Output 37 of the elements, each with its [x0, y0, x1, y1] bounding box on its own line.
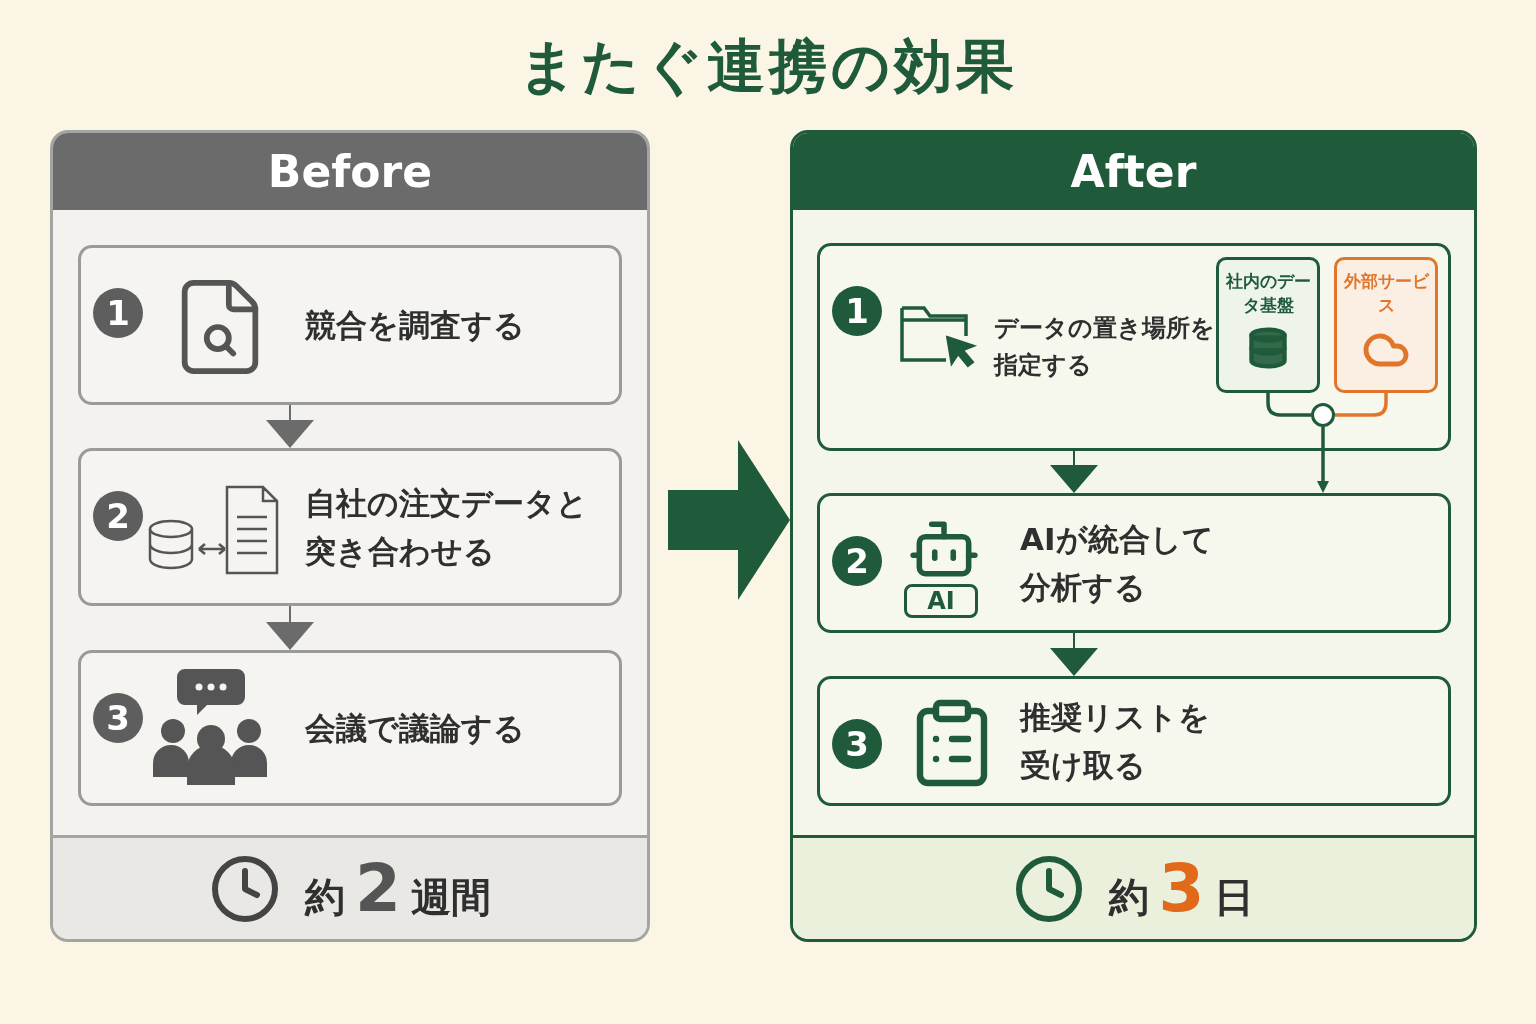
source-label: 外部サービス	[1342, 270, 1430, 317]
step-number: 1	[93, 288, 143, 338]
step-number: 3	[93, 693, 143, 743]
panel	[50, 130, 650, 942]
step-text: 自社の注文データと突き合わせる	[305, 483, 589, 571]
junction-circle	[1311, 403, 1335, 427]
duration-bar	[793, 835, 1474, 939]
step-box	[78, 245, 622, 405]
arrow	[1317, 427, 1329, 493]
down-arrow	[266, 605, 314, 650]
down-arrow	[266, 404, 314, 448]
step-box	[817, 676, 1451, 806]
source-box	[1216, 257, 1320, 393]
step-number: 1	[832, 286, 882, 336]
step-box	[78, 650, 622, 806]
source-box	[1334, 257, 1438, 393]
step-number: 2	[832, 536, 882, 586]
duration-bar	[53, 835, 647, 939]
panel	[790, 130, 1477, 942]
big-arrow	[668, 440, 790, 600]
step-box	[817, 243, 1451, 451]
panel-header: After	[793, 133, 1474, 210]
step-text: データの置き場所を指定する	[994, 312, 1216, 381]
source-label: 社内のデータ基盤	[1224, 270, 1312, 317]
robot-body-label: AI	[904, 584, 978, 618]
panel-header: Before	[53, 133, 647, 210]
diagram-title: またぐ連携の効果	[517, 31, 1019, 102]
step-number: 3	[832, 719, 882, 769]
down-arrow	[1050, 632, 1098, 676]
down-arrow	[1050, 450, 1098, 493]
step-text: 推奨リストを受け取る	[1020, 697, 1211, 785]
step-text: 会議で議論する	[305, 709, 526, 748]
step-text: AIが統合して分析する	[1020, 519, 1215, 607]
step-box	[817, 493, 1451, 633]
step-number: 2	[93, 491, 143, 541]
step-text: 競合を調査する	[305, 306, 526, 345]
step-box	[78, 448, 622, 606]
